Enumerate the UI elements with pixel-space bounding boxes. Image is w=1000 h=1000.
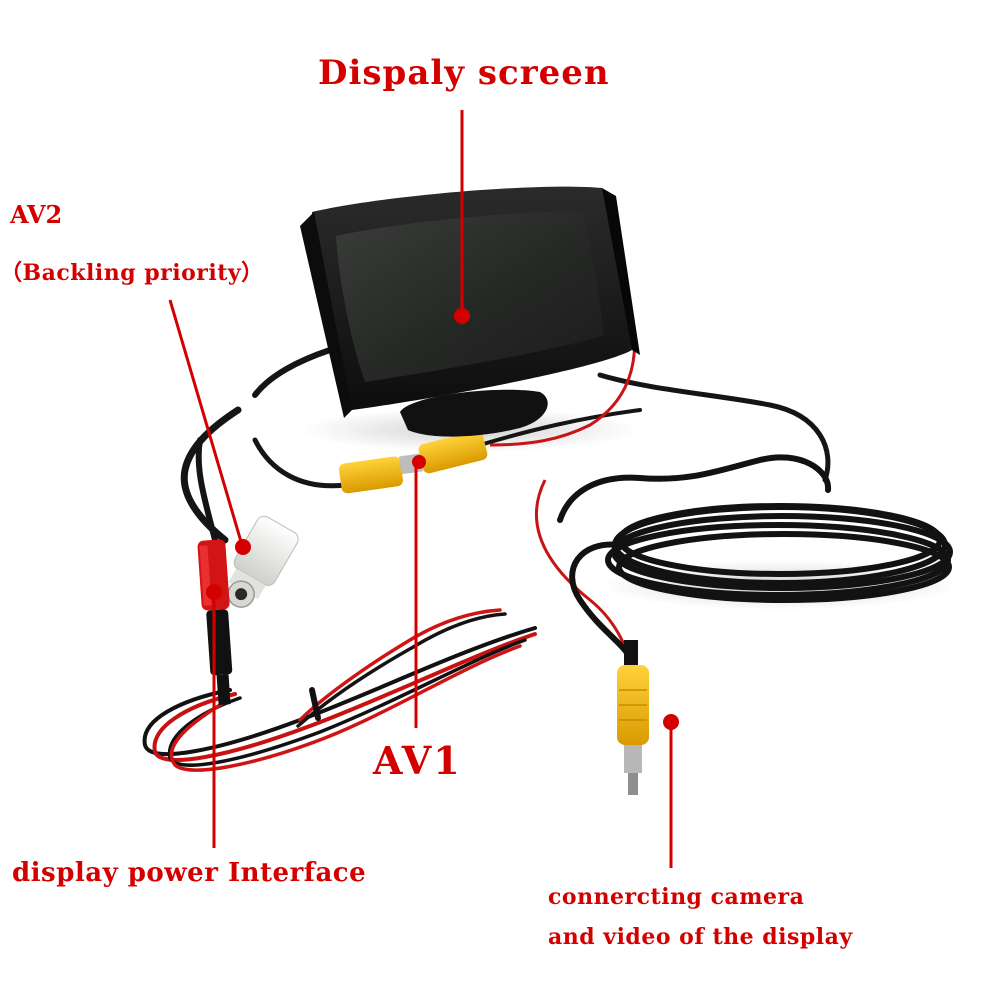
- label-av1: AV1: [373, 738, 462, 783]
- monitor-stand: [400, 389, 548, 437]
- label-av2: AV2: [10, 200, 63, 229]
- harness-cables: [180, 347, 831, 544]
- label-connecting-camera-line2: and video of the display: [548, 924, 853, 950]
- coiled-cable: [557, 454, 953, 663]
- camera-rca-plug: [617, 640, 649, 795]
- power-wire-bundle: [142, 608, 537, 772]
- screen-panel: [336, 211, 604, 382]
- annotation-dots: [206, 308, 679, 730]
- label-backling-priority: （Backling priority）: [0, 260, 264, 286]
- label-connecting-camera-line1: connercting camera: [548, 884, 805, 910]
- label-display-power-interface: display power Interface: [12, 858, 367, 888]
- power-connector: [197, 539, 233, 705]
- annotation-leader-lines: [168, 110, 673, 868]
- camera-red-wire: [489, 317, 636, 661]
- av2-white-jack: [227, 515, 299, 608]
- label-display-screen: Dispaly screen: [318, 53, 610, 93]
- monitor: [300, 186, 640, 418]
